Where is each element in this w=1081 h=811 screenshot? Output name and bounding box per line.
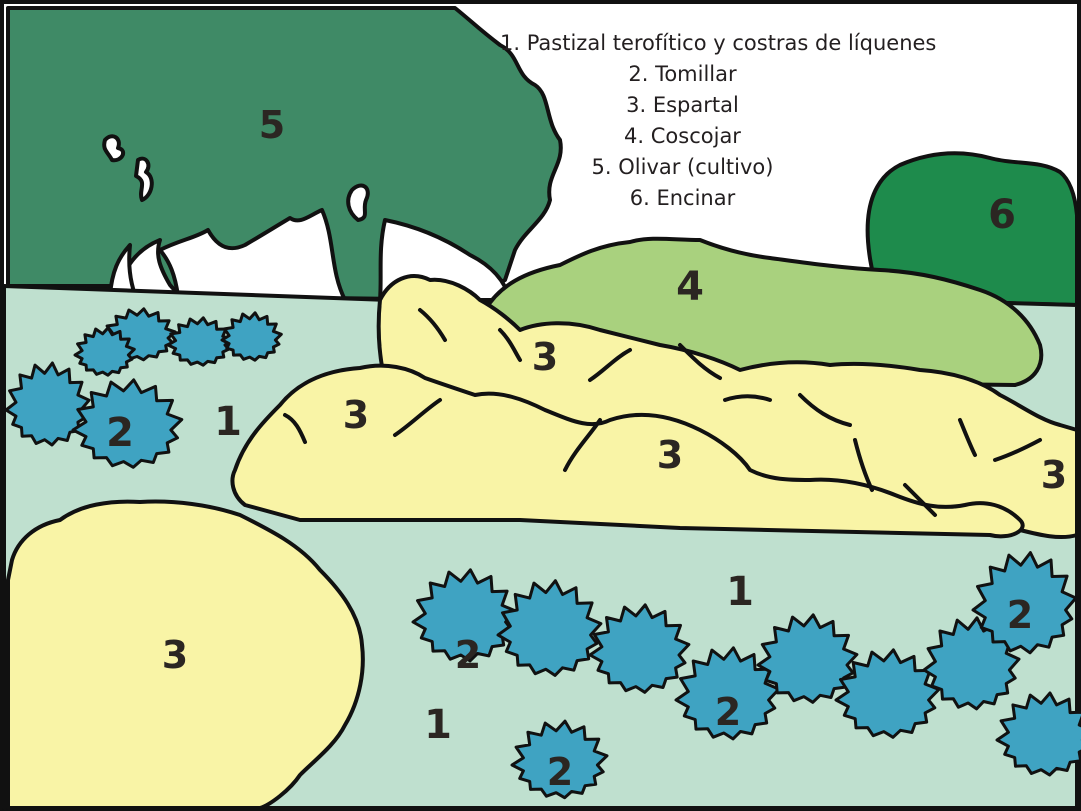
olivar-hole-1	[102, 134, 126, 163]
encinar-tree	[865, 151, 1079, 307]
legend-item-4: 4. Coscojar	[624, 124, 741, 148]
tomillar-shrub	[756, 613, 859, 704]
label-tomillar-low: 2	[715, 690, 741, 734]
tomillar-shrub	[411, 568, 518, 663]
espartal-crease	[588, 348, 632, 382]
espartal-crease	[723, 394, 772, 402]
espartal-crease	[958, 418, 977, 457]
legend-item-3: 3. Espartal	[626, 93, 739, 117]
olivar-hole-3	[346, 183, 370, 222]
olivar-gap-1	[158, 208, 347, 302]
tomillar-shrub	[496, 579, 603, 677]
label-pastizal-mid: 1	[726, 569, 754, 615]
legend: 1. Pastizal terofítico y costras de líqu…	[500, 28, 937, 214]
label-olivar: 5	[259, 103, 285, 147]
label-tomillar-left: 2	[106, 410, 134, 456]
espartal-crease	[563, 418, 602, 472]
tomillar-shrub	[166, 316, 233, 367]
label-espartal-upper: 3	[532, 335, 558, 379]
label-espartal-right: 3	[1041, 453, 1067, 497]
label-coscojar: 4	[676, 264, 704, 310]
tomillar-shrub	[971, 551, 1078, 655]
tomillar-shrub	[220, 311, 283, 362]
espartal-crease	[418, 308, 447, 342]
olivar-hole-2	[134, 156, 154, 202]
label-pastizal-upper: 1	[214, 399, 242, 445]
label-tomillar-bottom: 2	[547, 750, 573, 794]
label-espartal-mid: 3	[657, 433, 683, 477]
legend-item-6: 6. Encinar	[629, 186, 736, 210]
tomillar-shrub	[73, 326, 136, 377]
espartal-crease	[993, 438, 1042, 462]
label-tomillar-right: 2	[1007, 593, 1033, 637]
espartal-mound-left	[6, 499, 365, 810]
legend-item-1: 1. Pastizal terofítico y costras de líqu…	[500, 31, 937, 55]
espartal-crease	[798, 393, 852, 427]
tomillar-shrub	[588, 603, 691, 694]
espartal-crease	[903, 483, 937, 517]
label-pastizal-low: 1	[424, 702, 452, 748]
espartal-crease	[283, 413, 307, 444]
label-encinar: 6	[988, 192, 1016, 238]
espartal-crease	[498, 328, 522, 362]
olivar-gap-3	[108, 243, 137, 297]
legend-item-5: 5. Olivar (cultivo)	[591, 155, 774, 179]
legend-item-2: 2. Tomillar	[628, 62, 737, 86]
tomillar-shrub	[834, 648, 941, 739]
tomillar-group	[4, 307, 1081, 800]
tomillar-shrub	[995, 691, 1081, 777]
tomillar-shrub	[510, 719, 609, 800]
label-espartal-main: 3	[343, 393, 369, 437]
olivar-tree	[6, 6, 563, 302]
label-espartal-left: 3	[162, 633, 188, 677]
espartal-crease	[678, 343, 722, 380]
espartal-crease	[393, 398, 442, 437]
label-tomillar-mid: 2	[455, 633, 481, 677]
tomillar-shrub	[674, 646, 781, 741]
tomillar-shrub	[71, 378, 184, 469]
espartal-crease	[853, 438, 874, 492]
